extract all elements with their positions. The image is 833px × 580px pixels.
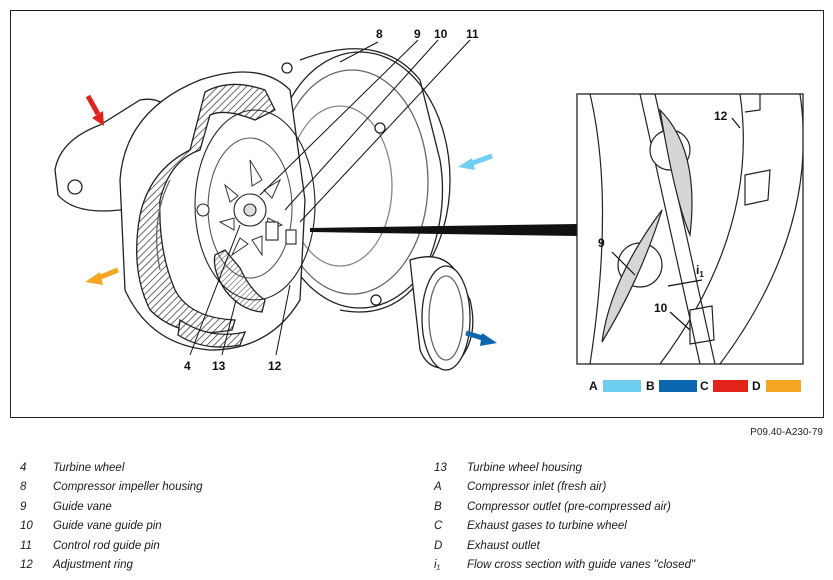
compressor-outlet-pipe — [409, 256, 474, 371]
detail-callout-9: 9 — [598, 236, 605, 250]
legend-row: i₁ Flow cross section with guide vanes "c… — [434, 556, 695, 576]
callout-4: 4 — [184, 359, 191, 373]
flow-key-A: A — [589, 379, 598, 393]
flow-arrow-A — [458, 153, 493, 170]
legend-text: Control rod guide pin — [53, 539, 160, 552]
legend-key: 4 — [20, 461, 27, 474]
flow-swatch-B — [659, 380, 697, 392]
flow-swatch-A — [603, 380, 641, 392]
legend-row: 9 Guide vane — [20, 497, 203, 517]
callout-8: 8 — [376, 27, 383, 41]
turbine-housing — [54, 71, 306, 351]
flow-arrow-D — [85, 267, 119, 285]
legend-key: 10 — [20, 520, 33, 533]
legend-row: D Exhaust outlet — [434, 536, 695, 556]
legend-text: Compressor impeller housing — [53, 481, 203, 494]
flow-key-C: C — [700, 379, 709, 393]
turbine-wheel-assembly — [194, 109, 316, 301]
legend-text: Exhaust outlet — [467, 539, 540, 552]
flow-key-B: B — [646, 379, 655, 393]
legend-text: Compressor outlet (pre-compressed air) — [467, 500, 671, 513]
flow-arrow-B — [465, 330, 497, 346]
detail-callout-i1-sub: 1 — [699, 270, 704, 279]
legend-row: 8 Compressor impeller housing — [20, 478, 203, 498]
flow-key-D: D — [752, 379, 761, 393]
legend-row: C Exhaust gases to turbine wheel — [434, 517, 695, 537]
legend-row: B Compressor outlet (pre-compressed air) — [434, 497, 695, 517]
legend-text: Exhaust gases to turbine wheel — [467, 520, 627, 533]
legend-key: B — [434, 500, 442, 513]
legend-key: 9 — [20, 500, 27, 513]
legend-text: Adjustment ring — [53, 559, 133, 572]
legend-text: Compressor inlet (fresh air) — [467, 481, 607, 494]
detail-connector — [310, 224, 577, 236]
flow-swatch-C — [713, 380, 748, 392]
legend-row: 10 Guide vane guide pin — [20, 517, 203, 537]
legend-row: 4 Turbine wheel — [20, 458, 203, 478]
callout-11: 11 — [466, 27, 479, 41]
compressor-housing — [269, 48, 451, 313]
leader-lines — [189, 39, 471, 356]
legend-row: 13 Turbine wheel housing — [434, 458, 695, 478]
legend-key: D — [434, 539, 443, 552]
legend-key: 12 — [20, 559, 33, 572]
legend-text: Guide vane — [53, 500, 112, 513]
legend-key: 8 — [20, 481, 27, 494]
callout-10: 10 — [434, 27, 448, 41]
detail-callout-12: 12 — [714, 109, 728, 123]
flow-arrow-C — [85, 94, 104, 126]
legend-text: Guide vane guide pin — [53, 520, 162, 533]
callout-12: 12 — [268, 359, 282, 373]
legend-right: 13 Turbine wheel housing A Compressor inle… — [434, 458, 695, 575]
legend-text: Flow cross section with guide vanes "clo… — [467, 559, 696, 572]
legend-text: Turbine wheel — [53, 461, 125, 474]
legend-key: i₁ — [434, 559, 441, 572]
diagram-frame — [10, 10, 824, 418]
legend-text: Turbine wheel housing — [467, 461, 582, 474]
legend-row: 11 Control rod guide pin — [20, 536, 203, 556]
detail-callout-i1-letter: i — [696, 263, 699, 277]
callout-9: 9 — [414, 27, 421, 41]
legend-key: A — [434, 481, 442, 494]
legend-left: 4 Turbine wheel 8 Compressor impeller hous… — [20, 458, 203, 575]
flow-swatch-D — [766, 380, 801, 392]
detail-callout-i1: i1 — [696, 263, 704, 279]
flow-color-legend: A B C D — [589, 379, 801, 393]
detail-callout-10: 10 — [654, 301, 668, 315]
legend-row: 12 Adjustment ring — [20, 556, 203, 576]
legend-key: 11 — [20, 539, 32, 552]
legend-key: 13 — [434, 461, 447, 474]
legend-row: A Compressor inlet (fresh air) — [434, 478, 695, 498]
legend-key: C — [434, 520, 443, 533]
figure-reference: P09.40-A230-79 — [750, 427, 823, 438]
callout-13: 13 — [212, 359, 226, 373]
detail-inset — [576, 93, 804, 365]
